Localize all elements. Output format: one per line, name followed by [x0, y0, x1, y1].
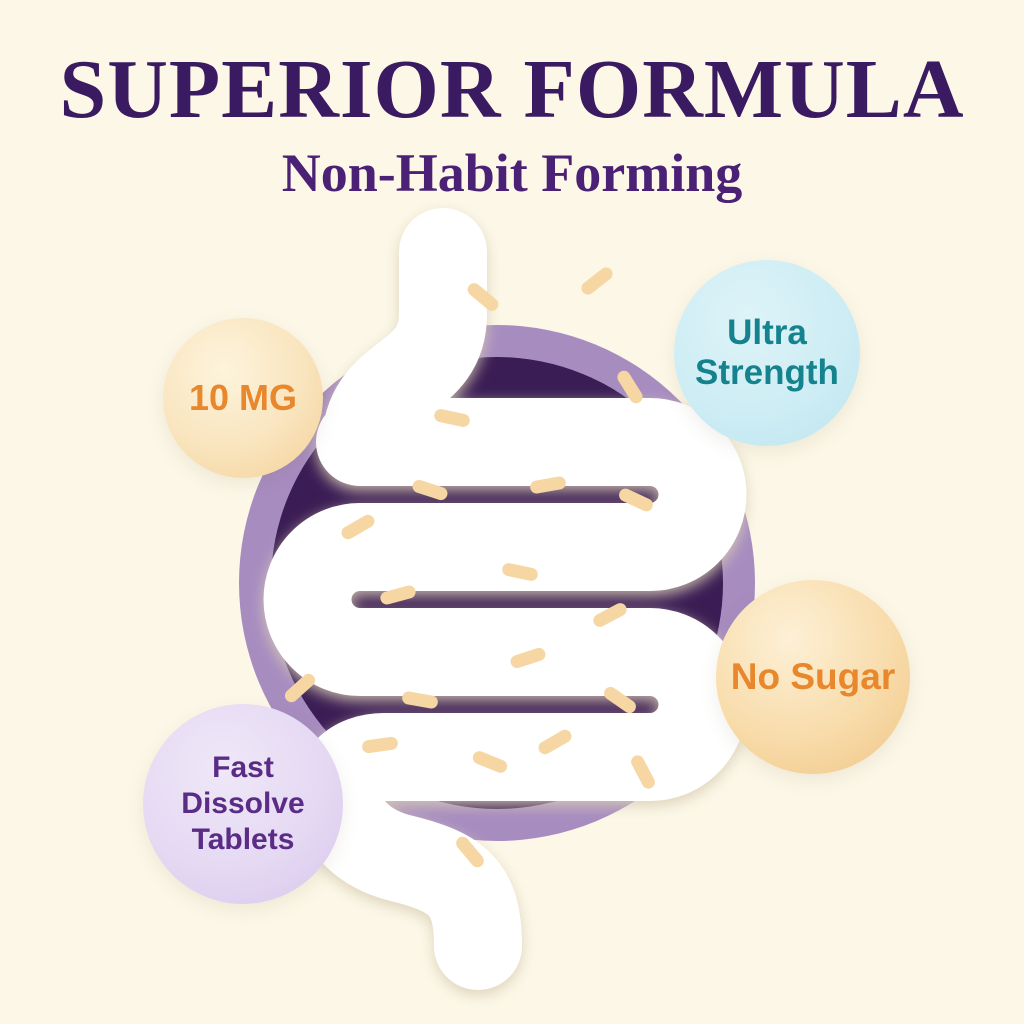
page-subtitle: Non-Habit Forming	[281, 143, 743, 203]
page-title: SUPERIOR FORMULA	[59, 43, 965, 136]
intestine-tube	[263, 208, 747, 990]
no-sugar-badge: No Sugar	[716, 580, 910, 774]
tablet-pills	[284, 267, 655, 868]
ultra-strength-badge-label: Ultra Strength	[695, 312, 839, 392]
no-sugar-badge-label: No Sugar	[730, 656, 896, 697]
fast-dissolve-badge-label: Fast Dissolve Tablets	[181, 751, 305, 856]
header: SUPERIOR FORMULA Non-Habit Forming	[0, 43, 1024, 203]
dosage-badge: 10 MG	[163, 318, 323, 478]
dosage-badge-label: 10 MG	[188, 377, 298, 418]
fast-dissolve-badge: Fast Dissolve Tablets	[143, 704, 343, 904]
ultra-strength-badge: Ultra Strength	[674, 260, 860, 446]
